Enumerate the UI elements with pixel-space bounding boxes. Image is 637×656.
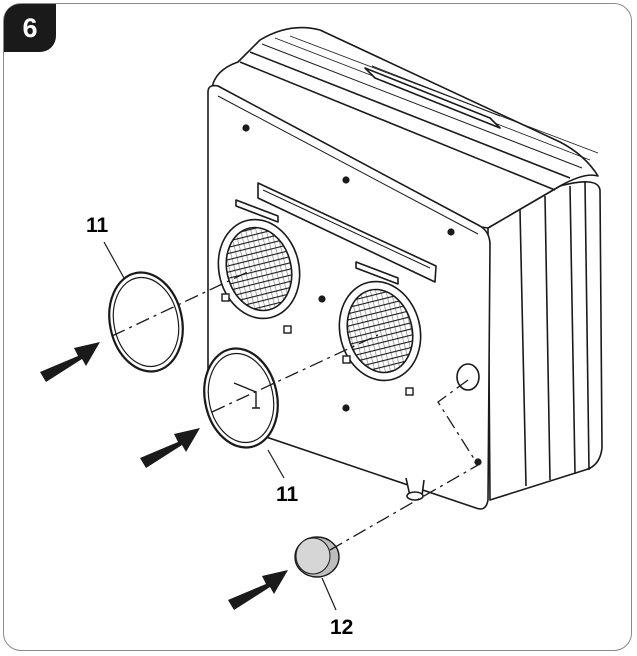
- heater-top: [211, 26, 599, 229]
- alignment-lines: [111, 269, 479, 551]
- callout-12: 12: [330, 616, 354, 639]
- arrow-icon: [140, 428, 200, 468]
- leader-lines: [103, 241, 337, 611]
- cap-plug: [294, 536, 340, 578]
- callout-11-middle: 11: [276, 483, 299, 506]
- arrow-icon: [228, 570, 288, 610]
- callout-11-left: 11: [86, 214, 109, 237]
- arrow-icon: [40, 342, 100, 382]
- vent-right: [338, 280, 422, 396]
- step-number-badge: 6: [4, 4, 56, 52]
- seal-ring-left: [108, 271, 184, 373]
- insert-arrows: [40, 342, 288, 610]
- vent-left: [217, 218, 301, 334]
